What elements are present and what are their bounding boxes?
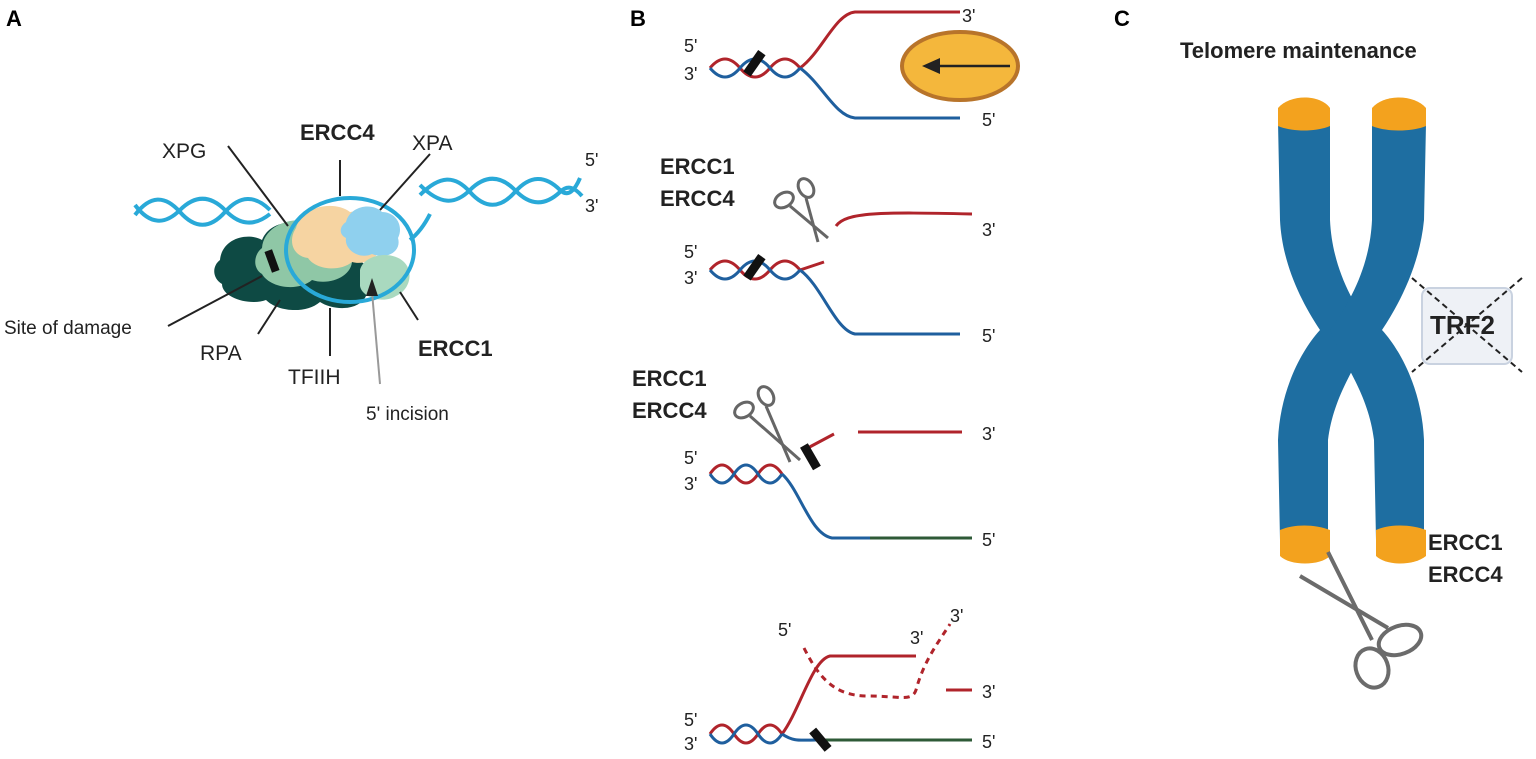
- step4-5prime-right: 5': [982, 732, 995, 752]
- telomere-top-left: [1278, 97, 1330, 131]
- step1-damage-marker: [743, 50, 766, 77]
- rpa-label: RPA: [200, 342, 242, 365]
- step4-3prime-mid: 3': [910, 628, 923, 648]
- panel-a-callouts: [167, 145, 431, 356]
- panel-c: C Telomere maintenance TRF2 ERCC1 ERCC4: [1114, 6, 1523, 690]
- step1-3prime: 3': [684, 64, 697, 84]
- xpa-protein: [340, 206, 401, 257]
- panel-a-letter: A: [6, 6, 22, 31]
- nucleotide-excision-complex: [214, 196, 432, 311]
- step2-ercc4-label: ERCC4: [660, 186, 735, 211]
- dna-helix-right: [418, 176, 584, 207]
- bubble-ring: [284, 196, 416, 304]
- panel-c-ercc4-label: ERCC4: [1428, 562, 1503, 587]
- step1-5prime: 5': [684, 36, 697, 56]
- bubble-strand: [408, 213, 432, 242]
- telomere-maintenance-title: Telomere maintenance: [1180, 38, 1417, 63]
- telomere-bottom-right: [1376, 525, 1426, 564]
- panel-b: B 5' 3' 3' 5' ERCC1 ERCC4: [630, 6, 1020, 754]
- trf2-label: TRF2: [1430, 310, 1495, 340]
- xpg-label: XPG: [162, 140, 206, 163]
- step3-ercc1-label: ERCC1: [632, 366, 707, 391]
- panel-a-3prime: 3': [585, 196, 598, 216]
- trf2-box: TRF2: [1411, 277, 1523, 373]
- step2-3prime: 3': [684, 268, 697, 288]
- chromosome-left-arm: [1278, 117, 1372, 547]
- chromosome: [1278, 97, 1426, 564]
- step4-5prime: 5': [684, 710, 697, 730]
- step3-3prime-right: 3': [982, 424, 995, 444]
- panel-b-step-4: [708, 623, 972, 745]
- step4-3prime-top-right: 3': [950, 606, 963, 626]
- step4-5prime-top: 5': [778, 620, 791, 640]
- step3-damage-marker: [800, 443, 821, 471]
- step2-ercc1-label: ERCC1: [660, 154, 735, 179]
- step3-5prime: 5': [684, 448, 697, 468]
- ercc4-label: ERCC4: [300, 120, 375, 145]
- dna-helix-left: [133, 196, 272, 227]
- step3-5prime-right: 5': [982, 530, 995, 550]
- incision-arrow: [366, 278, 381, 385]
- step4-3prime-right: 3': [982, 682, 995, 702]
- panel-a-5prime: 5': [585, 150, 598, 170]
- step2-damage-marker: [743, 254, 766, 281]
- step4-3prime: 3': [684, 734, 697, 754]
- step1-3prime-top: 3': [962, 6, 975, 26]
- step2-3prime-right: 3': [982, 220, 995, 240]
- panel-c-ercc1-label: ERCC1: [1428, 530, 1503, 555]
- panel-b-letter: B: [630, 6, 646, 31]
- tfiih-label: TFIIH: [288, 366, 341, 389]
- five-prime-incision-label: 5' incision: [366, 404, 449, 425]
- telomere-bottom-left: [1280, 525, 1330, 564]
- ercc1-label: ERCC1: [418, 336, 493, 361]
- step4-damage-marker: [809, 727, 832, 752]
- panel-a: A: [4, 6, 598, 425]
- telomere-top-right: [1372, 97, 1426, 131]
- chromosome-right-arm: [1330, 117, 1426, 547]
- step3-ercc4-label: ERCC4: [632, 398, 707, 423]
- step2-5prime-right: 5': [982, 326, 995, 346]
- xpa-label: XPA: [412, 132, 452, 155]
- step3-3prime: 3': [684, 474, 697, 494]
- scissors-icon-large: [1298, 551, 1424, 690]
- step2-5prime: 5': [684, 242, 697, 262]
- damage-site-marker: [264, 249, 280, 273]
- step1-5prime-bottom: 5': [982, 110, 995, 130]
- panel-b-step-3: [708, 430, 972, 540]
- panel-c-letter: C: [1114, 6, 1130, 31]
- scissors-icon: [773, 177, 829, 243]
- site-of-damage-label: Site of damage: [4, 318, 132, 339]
- scissors-icon-2: [733, 385, 801, 463]
- helicase-icon: [900, 30, 1020, 102]
